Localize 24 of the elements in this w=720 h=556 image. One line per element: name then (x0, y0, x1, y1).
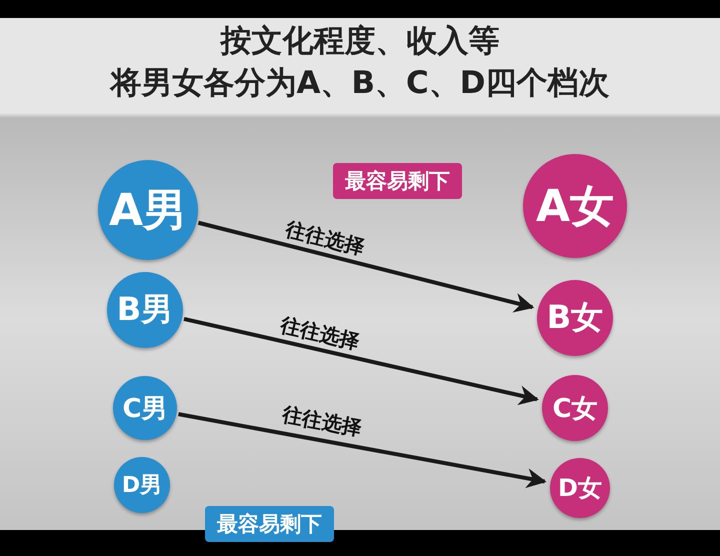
tag-label: 最容易剩下 (205, 506, 334, 542)
title: 按文化程度、收入等 (218, 22, 500, 61)
person-circle (537, 280, 613, 356)
person-circle (113, 376, 177, 440)
arrow (184, 316, 539, 406)
circle-label: A女 (536, 180, 614, 234)
circle-label: C男 (122, 392, 168, 426)
arrow (178, 412, 547, 488)
circle-label: C女 (552, 392, 598, 426)
circle-label: B男 (116, 289, 174, 330)
tag-label: 最容易剩下 (333, 163, 462, 199)
edge-label: 往往选择 (283, 216, 368, 262)
circle-label: B女 (546, 297, 604, 338)
arrow (198, 220, 534, 312)
subtitle: 将男女各分为A、B、C、D四个档次 (108, 64, 611, 103)
edge-label: 往往选择 (278, 311, 362, 356)
person-circle (114, 457, 170, 513)
circle-label: A男 (108, 184, 188, 238)
person-circle (542, 375, 608, 441)
edge-label: 往往选择 (280, 401, 364, 442)
circle-label: D男 (122, 472, 162, 500)
person-circle (550, 458, 610, 518)
person-circle (107, 272, 183, 348)
circle-label: D女 (558, 473, 602, 504)
